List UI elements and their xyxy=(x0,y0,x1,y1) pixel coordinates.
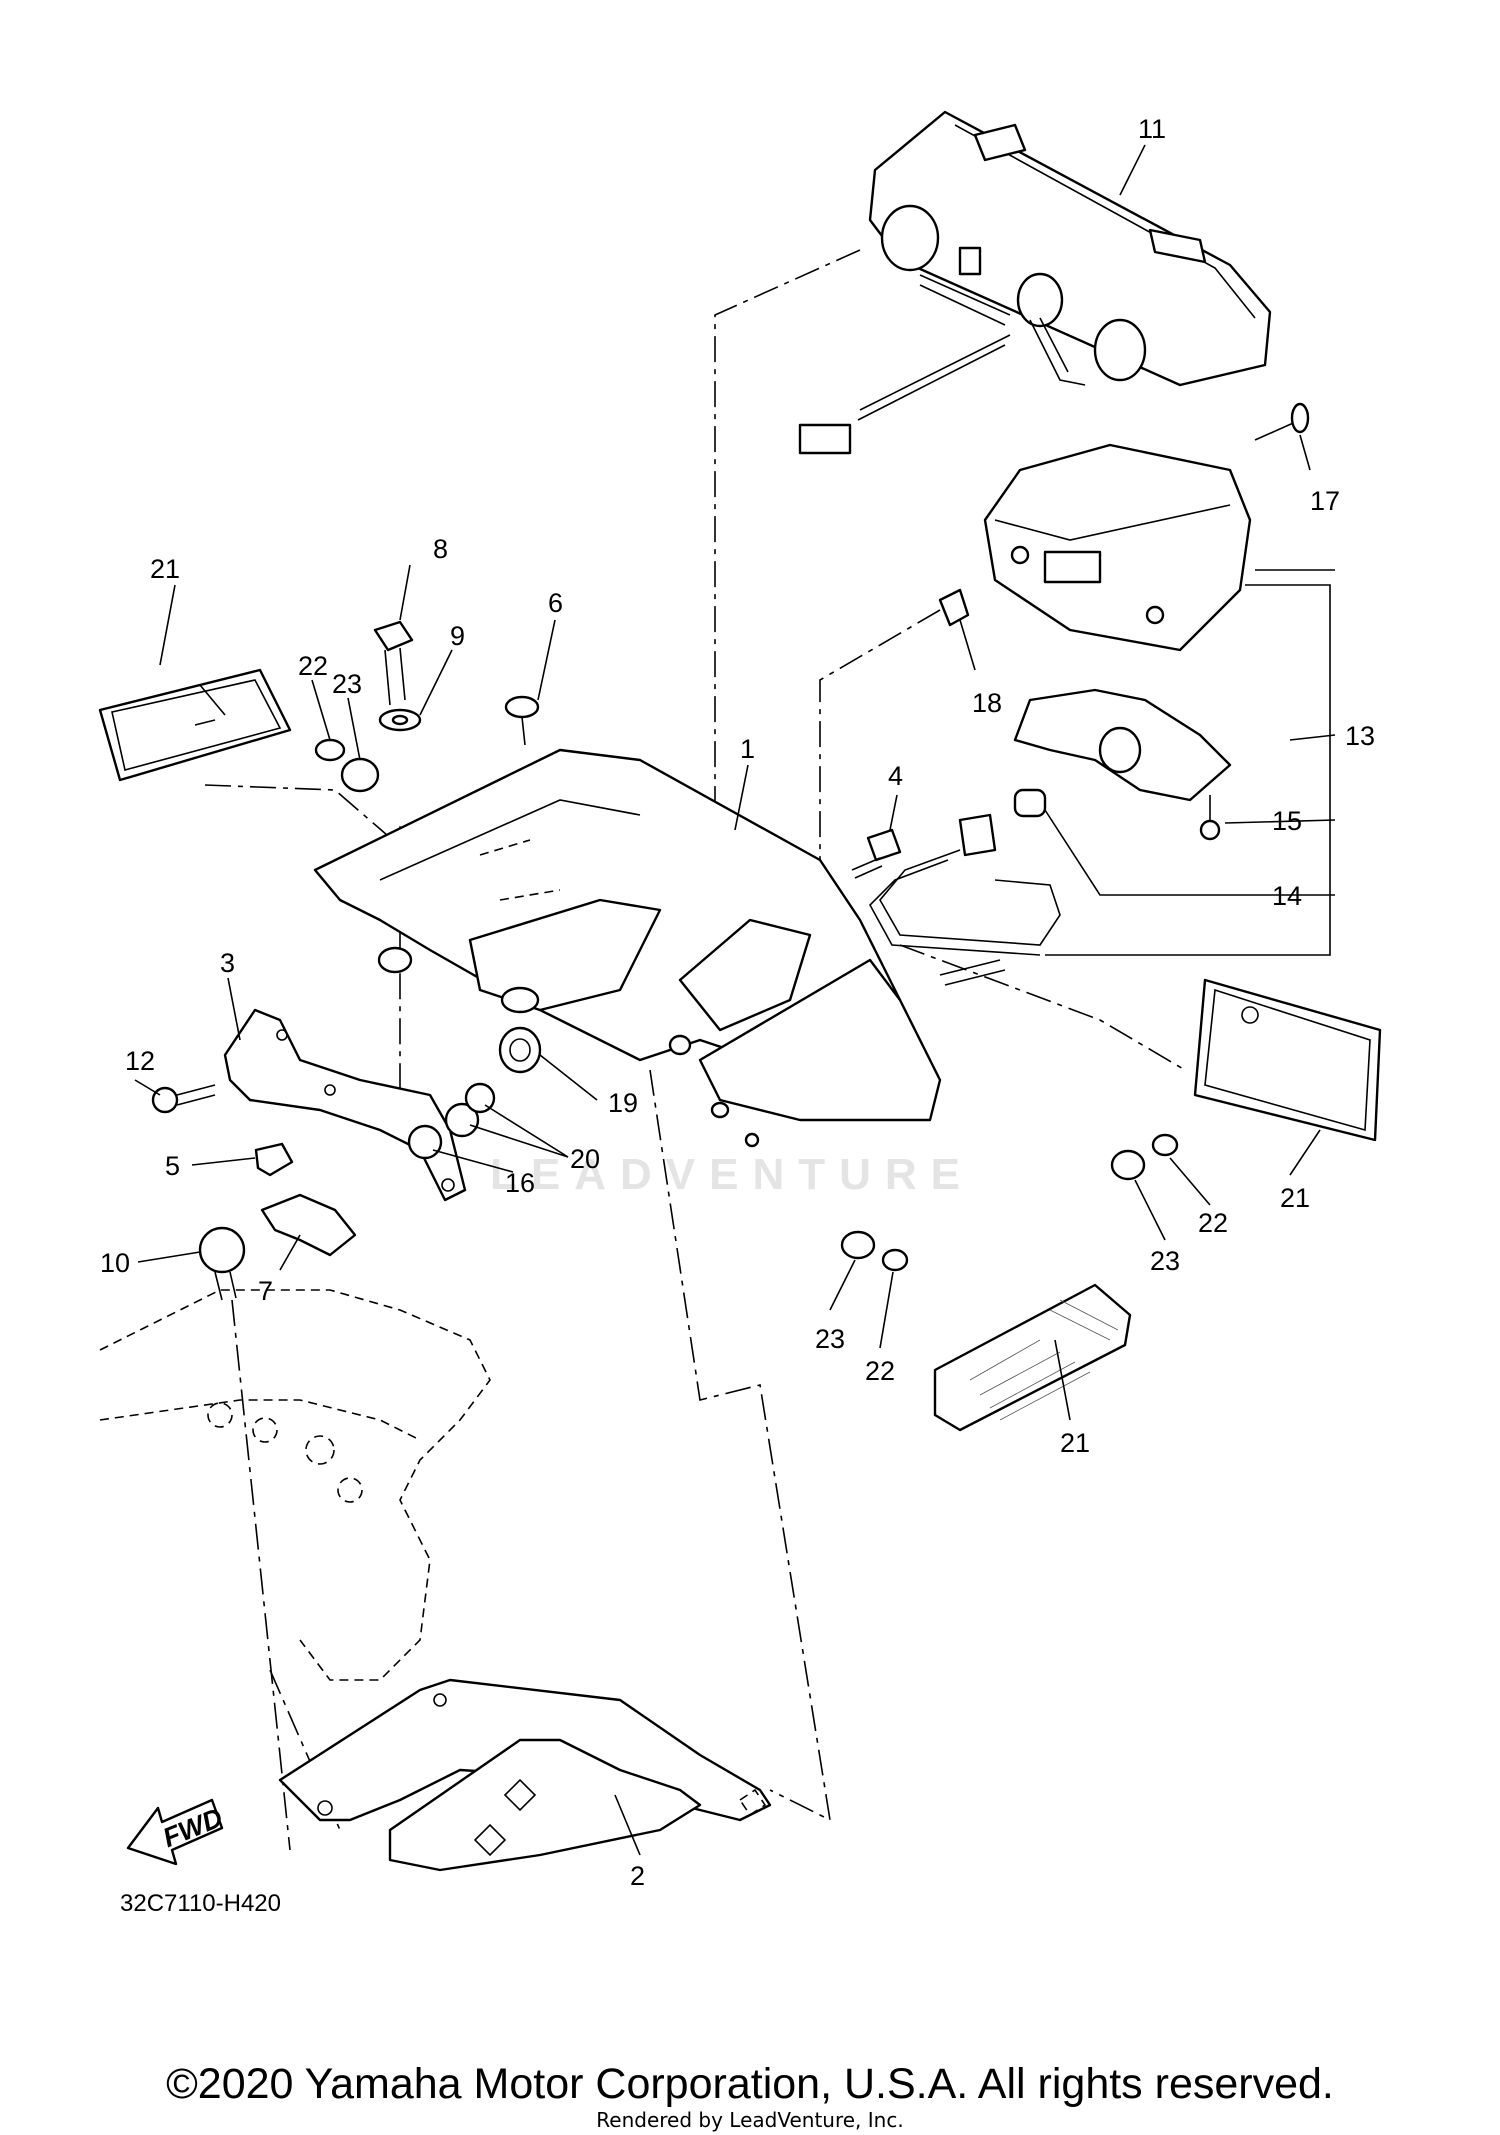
fwd-arrow-icon: FWD xyxy=(126,1798,227,1866)
part-3-bracket xyxy=(223,1008,467,1202)
callout-8: 8 xyxy=(433,534,448,564)
part-8-bolt xyxy=(373,620,414,706)
callout-22-left: 22 xyxy=(298,651,328,681)
group-13-bracket-lines xyxy=(1045,569,1335,956)
part-23-left-nut xyxy=(340,757,380,793)
callout-10: 10 xyxy=(100,1248,130,1278)
part-11-tail-lamp-housing xyxy=(798,110,1272,455)
part-23-rear-nut xyxy=(840,1230,876,1260)
callout-17: 17 xyxy=(1310,486,1340,516)
callout-23-rear: 23 xyxy=(815,1324,845,1354)
part-10-bolt xyxy=(198,1226,246,1301)
part-19-grommet xyxy=(498,1026,542,1074)
callout-16: 16 xyxy=(505,1168,535,1198)
part-15-screw xyxy=(1199,795,1221,841)
part-16-collar xyxy=(407,1124,443,1160)
callout-18: 18 xyxy=(972,688,1002,718)
chain-line-left-reflector xyxy=(204,784,411,856)
callout-22-rear: 22 xyxy=(865,1356,895,1386)
callout-5: 5 xyxy=(165,1151,180,1181)
part-2-lower-stay xyxy=(278,1678,772,1872)
part-13-license-lamp xyxy=(983,443,1252,802)
callout-3: 3 xyxy=(220,948,235,978)
chain-line-tail-light-to-fender xyxy=(714,249,861,845)
callout-23-left: 23 xyxy=(332,669,362,699)
callout-22-right: 22 xyxy=(1198,1208,1228,1238)
copyright-notice: ©2020 Yamaha Motor Corporation, U.S.A. A… xyxy=(166,2060,1334,2108)
callout-4: 4 xyxy=(888,761,903,791)
callout-19: 19 xyxy=(608,1088,638,1118)
part-22-rear-washer xyxy=(881,1248,909,1272)
leader-lines xyxy=(134,144,1336,1856)
part-14-bulb-and-socket xyxy=(869,788,1061,986)
part-12-screw xyxy=(151,1084,216,1114)
callout-13: 13 xyxy=(1345,721,1375,751)
part-22-right-washer xyxy=(1151,1133,1179,1157)
part-17-screw xyxy=(1254,402,1310,441)
part-18-grommet xyxy=(938,588,970,627)
part-23-right-nut xyxy=(1110,1149,1146,1181)
diagram-code: 32C7110-H420 xyxy=(120,1890,282,1917)
callout-15: 15 xyxy=(1272,806,1302,836)
part-4-bolt xyxy=(851,828,902,879)
chain-line-lower xyxy=(649,1069,832,1822)
watermark: LEADVENTURE xyxy=(490,1150,975,1199)
callout-14: 14 xyxy=(1272,881,1302,911)
part-7-clamp xyxy=(260,1193,357,1257)
callout-9: 9 xyxy=(450,621,465,651)
callout-1: 1 xyxy=(740,734,755,764)
callout-labels: 11 17 18 13 15 14 1 4 6 8 9 21 22 23 3 1… xyxy=(100,114,1375,1891)
callout-6: 6 xyxy=(548,588,563,618)
part-1-rear-fender-bracket xyxy=(313,748,942,1148)
part-9-washer xyxy=(378,708,422,732)
rendered-by-notice: Rendered by LeadVenture, Inc. xyxy=(596,2108,904,2132)
part-22-left-washer xyxy=(314,738,346,762)
chain-line-right-reflector xyxy=(899,944,1186,1071)
callout-2: 2 xyxy=(630,1861,645,1891)
part-21-left-reflector xyxy=(98,668,292,782)
part-5-nut xyxy=(254,1142,294,1177)
chain-line-bolt-10 xyxy=(231,1299,291,1851)
part-21-rear-reflector xyxy=(933,1283,1132,1432)
frame-phantom xyxy=(99,1289,491,1681)
callout-21-right: 21 xyxy=(1280,1183,1310,1213)
part-6-screw xyxy=(504,695,540,746)
callout-11: 11 xyxy=(1138,114,1166,144)
callout-21-rear: 21 xyxy=(1060,1428,1090,1458)
chain-line-socket xyxy=(819,609,941,870)
part-20-damper xyxy=(444,1082,496,1138)
callout-12: 12 xyxy=(125,1046,155,1076)
callout-20: 20 xyxy=(570,1144,600,1174)
part-21-right-reflector xyxy=(1193,978,1382,1142)
callout-7: 7 xyxy=(258,1276,273,1306)
callout-23-right: 23 xyxy=(1150,1246,1180,1276)
callout-21-left: 21 xyxy=(150,554,180,584)
